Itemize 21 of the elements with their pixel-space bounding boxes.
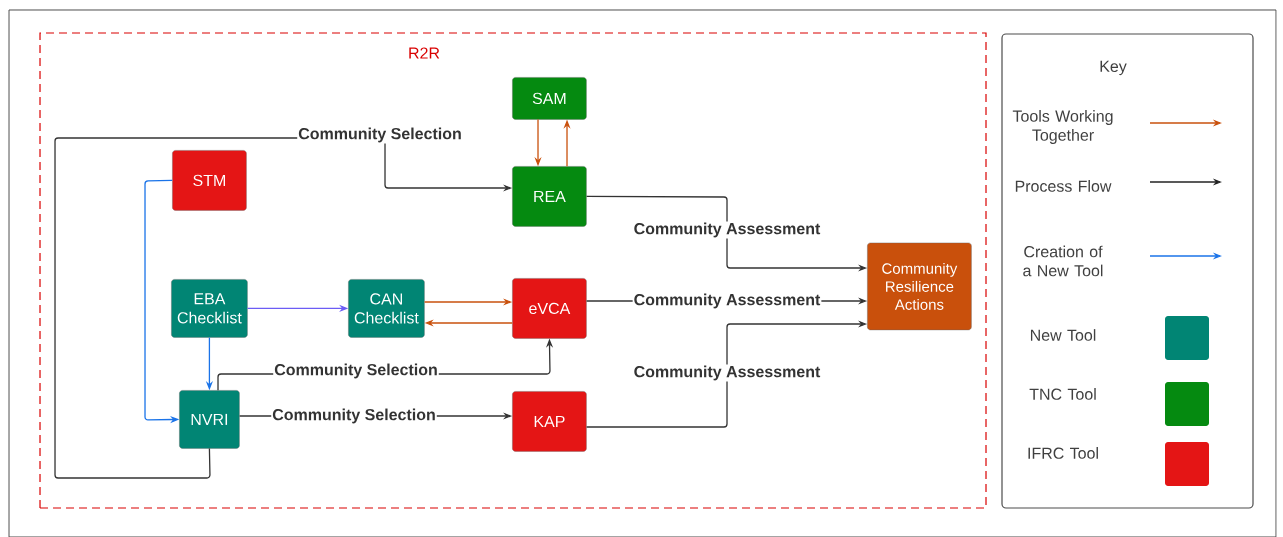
legend-text: Tools Working Together <box>1012 110 1113 144</box>
legend-text: Process Flow <box>1015 180 1112 192</box>
edge-label: Community Assessment <box>632 221 822 239</box>
tool-box: CAN Checklist <box>348 279 425 338</box>
edge-label: Community Selection <box>271 407 437 425</box>
legend-text: New Tool <box>1030 329 1096 341</box>
tool-box: EBA Checklist <box>171 279 248 338</box>
tool-box: eVCA <box>512 278 587 339</box>
edge-label: Community Selection <box>273 362 439 380</box>
edge-label: Community Selection <box>297 126 463 144</box>
edge-label: Community Assessment <box>632 364 822 382</box>
tool-box: REA <box>512 166 587 227</box>
legend-text: TNC Tool <box>1029 388 1096 400</box>
legend-text: Creation of a New Tool <box>1023 245 1103 277</box>
result-box: Community Resilience Actions <box>867 242 972 331</box>
tool-box: STM <box>172 150 247 211</box>
edge-label: Community Assessment <box>632 292 822 310</box>
tool-box: NVRI <box>179 390 240 449</box>
tool-box: SAM <box>512 77 587 120</box>
tool-box: KAP <box>512 391 587 452</box>
legend-text: IFRC Tool <box>1028 447 1098 459</box>
